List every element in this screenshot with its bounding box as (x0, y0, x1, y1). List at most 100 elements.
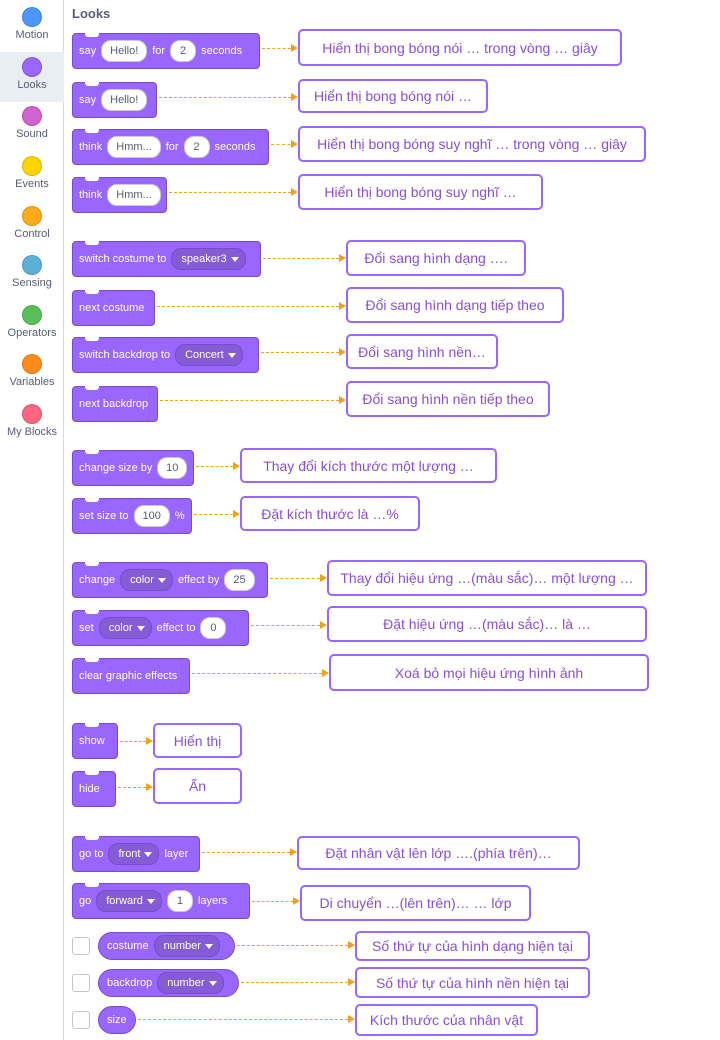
arrow-connector (251, 621, 327, 629)
note-costume-reporter: Số thứ tự của hình dạng hiện tại (355, 931, 590, 961)
effect-value-input[interactable]: 0 (200, 617, 227, 639)
arrow-connector (160, 396, 346, 404)
note-change-size: Thay đổi kích thước một lượng … (240, 448, 497, 483)
note-next-backdrop: Đổi sang hình nền tiếp theo (346, 381, 550, 417)
backdrop-attribute-dropdown[interactable]: number (157, 972, 224, 994)
note-go-to-layer: Đặt nhân vật lên lớp ….(phía trên)… (297, 836, 580, 870)
clear-graphic-effects-block[interactable]: clear graphic effects (72, 658, 190, 694)
change-size-block[interactable]: change size by 10 (72, 450, 194, 486)
dropdown-value: number (163, 940, 201, 952)
block-text: hide (79, 783, 100, 795)
size-reporter[interactable]: size (98, 1006, 136, 1034)
block-text: effect by (177, 574, 220, 586)
category-looks[interactable]: Looks (0, 52, 64, 102)
message-input[interactable]: Hmm... (107, 184, 161, 206)
layers-input[interactable]: 1 (166, 890, 193, 912)
category-menu: Motion Looks Sound Events Control Sensin… (0, 0, 64, 480)
block-text: layer (164, 848, 189, 860)
costume-monitor-checkbox[interactable] (72, 937, 90, 955)
arrow-connector (157, 302, 346, 310)
think-block[interactable]: think Hmm... (72, 177, 167, 213)
go-layers-block[interactable]: go forward 1 layers (72, 883, 250, 919)
block-text: set (79, 622, 94, 634)
say-for-secs-block[interactable]: say Hello! for 2 seconds (72, 33, 260, 69)
arrow-connector (194, 510, 240, 518)
costume-attribute-dropdown[interactable]: number (153, 935, 220, 957)
backdrop-dropdown[interactable]: Concert (175, 344, 243, 366)
block-text: go (79, 895, 92, 907)
note-next-costume: Đổi sang hình dạng tiếp theo (346, 287, 564, 323)
say-block[interactable]: say Hello! (72, 82, 157, 118)
operators-color-icon (22, 305, 42, 325)
category-label: Control (14, 228, 50, 240)
backdrop-monitor-checkbox[interactable] (72, 974, 90, 992)
hide-block[interactable]: hide (72, 771, 116, 807)
switch-backdrop-block[interactable]: switch backdrop to Concert (72, 337, 259, 373)
message-input[interactable]: Hello! (101, 89, 148, 111)
switch-costume-block[interactable]: switch costume to speaker3 (72, 241, 261, 277)
dropdown-value: Concert (185, 349, 224, 361)
costume-number-reporter[interactable]: costume number (98, 932, 235, 960)
size-change-input[interactable]: 10 (157, 457, 187, 479)
seconds-input[interactable]: 2 (170, 40, 197, 62)
note-set-effect: Đặt hiệu ứng …(màu sắc)… là … (327, 606, 647, 642)
change-effect-block[interactable]: change color effect by 25 (72, 562, 268, 598)
backdrop-number-reporter[interactable]: backdrop number (98, 969, 239, 997)
dropdown-value: number (167, 977, 205, 989)
category-my-blocks[interactable]: My Blocks (0, 399, 64, 449)
set-size-block[interactable]: set size to 100 % (72, 498, 192, 534)
size-monitor-checkbox[interactable] (72, 1011, 90, 1029)
effect-dropdown[interactable]: color (98, 617, 152, 639)
arrow-connector (263, 254, 346, 262)
think-for-secs-block[interactable]: think Hmm... for 2 seconds (72, 129, 269, 165)
category-sound[interactable]: Sound (0, 101, 64, 151)
layer-dropdown[interactable]: front (108, 843, 160, 865)
dropdown-value: forward (106, 895, 143, 907)
category-sensing[interactable]: Sensing (0, 250, 64, 300)
block-text: for (152, 45, 166, 57)
effect-amount-input[interactable]: 25 (224, 569, 255, 591)
note-say-for: Hiển thị bong bóng nói … trong vòng … gi… (298, 29, 622, 66)
block-text: % (174, 510, 185, 522)
block-text: go to (79, 848, 104, 860)
sensing-color-icon (22, 255, 42, 275)
category-operators[interactable]: Operators (0, 300, 64, 350)
arrow-connector (159, 93, 298, 101)
set-effect-block[interactable]: set color effect to 0 (72, 610, 249, 646)
control-color-icon (22, 206, 42, 226)
arrow-connector (202, 848, 297, 856)
category-variables[interactable]: Variables (0, 349, 64, 399)
costume-dropdown[interactable]: speaker3 (171, 248, 246, 270)
note-switch-costume: Đổi sang hình dạng …. (346, 240, 526, 276)
block-text: show (79, 735, 105, 747)
block-text: layers (197, 895, 228, 907)
block-text: think (79, 189, 103, 201)
arrow-connector (118, 783, 153, 791)
direction-dropdown[interactable]: forward (96, 890, 162, 912)
category-motion[interactable]: Motion (0, 2, 64, 52)
category-label: Looks (17, 79, 47, 91)
effect-dropdown[interactable]: color (120, 569, 173, 591)
block-text: for (165, 141, 179, 153)
go-to-layer-block[interactable]: go to front layer (72, 836, 200, 872)
size-input[interactable]: 100 (133, 505, 170, 527)
note-hide: Ẩn (153, 768, 242, 804)
block-text: think (79, 141, 103, 153)
message-input[interactable]: Hello! (101, 40, 148, 62)
category-events[interactable]: Events (0, 151, 64, 201)
category-label: My Blocks (6, 426, 58, 438)
seconds-input[interactable]: 2 (183, 136, 210, 158)
block-text: effect to (156, 622, 196, 634)
block-text: size (107, 1014, 127, 1026)
message-input[interactable]: Hmm... (107, 136, 161, 158)
next-backdrop-block[interactable]: next backdrop (72, 386, 158, 422)
chevron-down-icon (227, 352, 236, 358)
note-switch-backdrop: Đổi sang hình nền… (346, 334, 498, 369)
category-control[interactable]: Control (0, 201, 64, 251)
show-block[interactable]: show (72, 723, 118, 759)
dropdown-value: front (118, 848, 141, 860)
category-label: Events (15, 178, 49, 190)
next-costume-block[interactable]: next costume (72, 290, 155, 326)
note-clear-effects: Xoá bỏ mọi hiệu ứng hình ảnh (329, 654, 649, 691)
note-backdrop-reporter: Số thứ tự của hình nền hiện tại (355, 967, 590, 998)
